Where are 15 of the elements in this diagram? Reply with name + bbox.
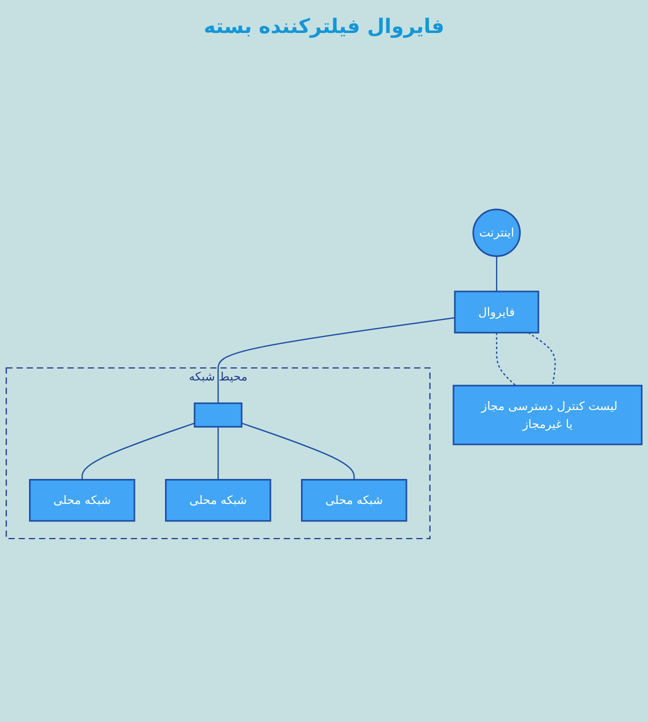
diagram-title: فایروال فیلترکننده بسته (202, 14, 446, 38)
connector (217, 426, 219, 480)
connector (496, 256, 498, 292)
node-box: شبکه محلی (165, 478, 272, 522)
node-box: شبکه محلی (29, 478, 136, 522)
node-box: فایروال (454, 290, 540, 334)
connector (241, 422, 355, 480)
connector (496, 332, 516, 386)
node-circle: اینترنت (472, 208, 521, 257)
connector (81, 422, 195, 480)
connector (528, 332, 556, 386)
node-box: شبکه محلی (301, 478, 408, 522)
node-box (194, 402, 242, 428)
connector (217, 317, 455, 404)
node-box: لیست کنترل دسترسی مجاز یا غیرمجاز (452, 384, 642, 446)
